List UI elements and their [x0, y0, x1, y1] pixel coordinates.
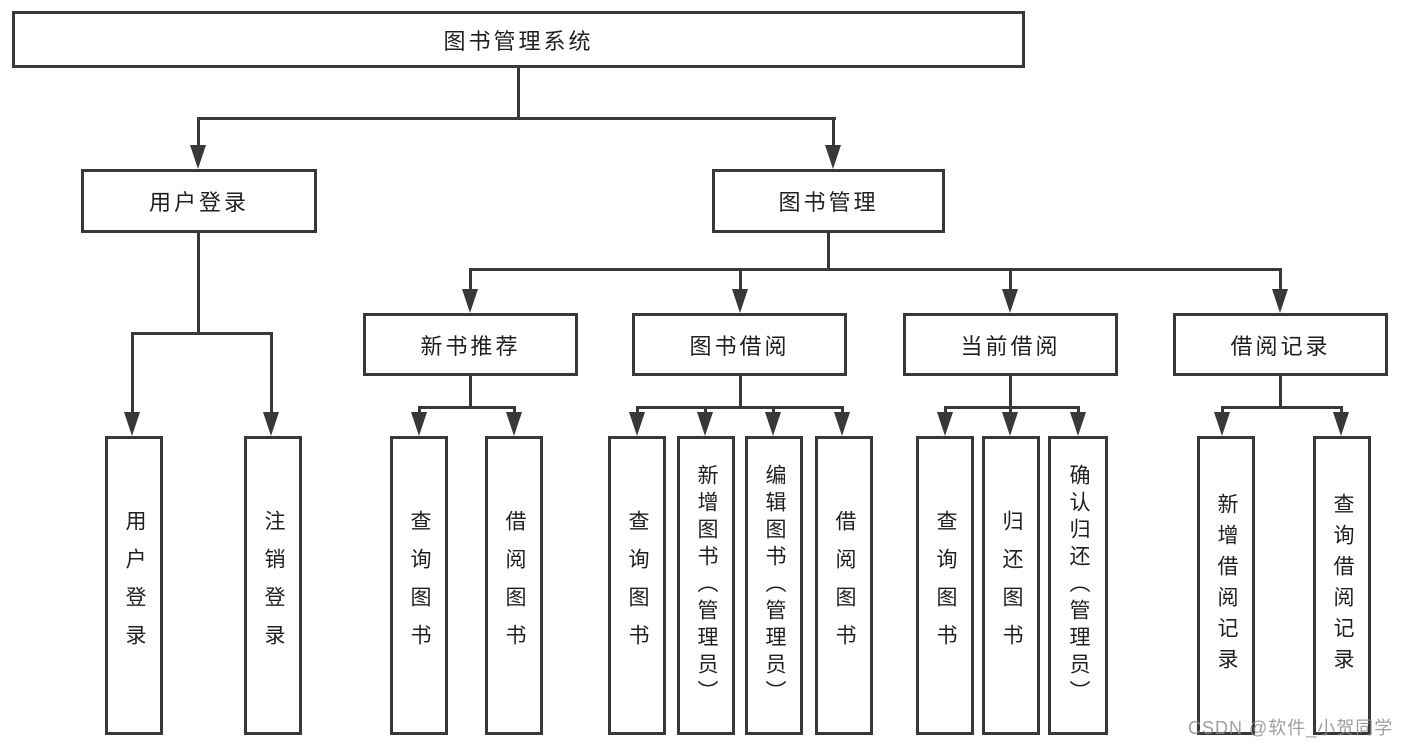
connector-records-bracket [1221, 406, 1343, 409]
leaf-label: 借阅图书 [503, 509, 526, 662]
connector-records-stub [1279, 375, 1282, 409]
connector-drop [197, 117, 200, 147]
connector-drop [1221, 406, 1224, 416]
arrowhead-down-icon [1272, 289, 1288, 313]
node-borrow-records: 借阅记录 [1173, 313, 1388, 376]
connector-root-stub [517, 67, 520, 119]
leaf-query-borrow-record: 查询借阅记录 [1313, 436, 1371, 735]
connector-borrow-bracket [636, 406, 844, 409]
node-label: 借阅记录 [1230, 333, 1331, 359]
node-label: 新书推荐 [420, 333, 521, 359]
leaf-edit-books-admin: 编辑图书（管理员） [745, 436, 803, 735]
arrowhead-down-icon [629, 412, 645, 436]
leaf-query-books-recommend: 查询图书 [390, 436, 448, 735]
connector-user-login-bracket [131, 332, 273, 335]
node-label: 图书管理 [778, 190, 879, 215]
leaf-label: 查询借阅记录 [1331, 492, 1354, 679]
connector-drop [270, 332, 273, 412]
arrowhead-down-icon [834, 412, 850, 436]
node-user-login: 用户登录 [81, 169, 317, 233]
leaf-user-login: 用户登录 [105, 436, 163, 735]
csdn-watermark: CSDN @软件_小贺同学 [1188, 718, 1394, 738]
connector-drop [1009, 268, 1012, 292]
arrowhead-down-icon [124, 412, 140, 436]
connector-drop [1340, 406, 1343, 416]
connector-drop [418, 406, 421, 416]
connector-level3-bracket [469, 268, 1282, 271]
arrowhead-down-icon [937, 412, 953, 436]
arrowhead-down-icon [1333, 412, 1349, 436]
node-current-borrow: 当前借阅 [903, 313, 1118, 376]
arrowhead-down-icon [697, 412, 713, 436]
node-label: 用户登录 [148, 190, 249, 215]
leaf-borrow-books: 借阅图书 [815, 436, 873, 735]
arrowhead-down-icon [411, 412, 427, 436]
connector-drop [739, 268, 742, 292]
leaf-add-books-admin: 新增图书（管理员） [677, 436, 735, 735]
connector-drop [1077, 406, 1080, 416]
leaf-label: 新增图书（管理员） [695, 464, 718, 707]
node-book-borrow: 图书借阅 [632, 313, 847, 376]
leaf-borrow-books-recommend: 借阅图书 [485, 436, 543, 735]
arrowhead-down-icon [1070, 412, 1086, 436]
node-book-management: 图书管理 [712, 169, 945, 233]
root-node-label: 图书管理系统 [443, 28, 594, 54]
node-label: 当前借阅 [960, 333, 1061, 359]
connector-drop [1279, 268, 1282, 292]
leaf-logout: 注销登录 [244, 436, 302, 735]
leaf-label: 注销登录 [262, 509, 285, 662]
connector-book-mgmt-stub [827, 232, 830, 270]
leaf-label: 查询图书 [934, 509, 957, 662]
leaf-label: 查询图书 [626, 509, 649, 662]
connector-drop [513, 406, 516, 416]
leaf-label: 确认归还（管理员） [1067, 464, 1090, 707]
connector-borrow-stub [739, 375, 742, 409]
connector-drop [1009, 406, 1012, 416]
connector-drop [636, 406, 639, 416]
leaf-query-books-current: 查询图书 [916, 436, 974, 735]
connector-level2-bracket [197, 117, 836, 120]
connector-drop [469, 268, 472, 292]
leaf-return-books: 归还图书 [982, 436, 1040, 735]
arrowhead-down-icon [506, 412, 522, 436]
leaf-confirm-return-admin: 确认归还（管理员） [1048, 436, 1108, 735]
leaf-label: 借阅图书 [833, 509, 856, 662]
arrowhead-down-icon [1214, 412, 1230, 436]
connector-recommend-bracket [418, 406, 516, 409]
arrowhead-down-icon [765, 412, 781, 436]
node-label: 图书借阅 [689, 333, 790, 359]
leaf-query-books-borrow: 查询图书 [608, 436, 666, 735]
leaf-label: 用户登录 [123, 509, 146, 662]
connector-drop [832, 117, 835, 147]
arrowhead-down-icon [825, 145, 841, 169]
connector-drop [841, 406, 844, 416]
connector-drop [944, 406, 947, 416]
leaf-label: 归还图书 [1000, 509, 1023, 662]
connector-drop [772, 406, 775, 416]
root-node: 图书管理系统 [12, 11, 1025, 68]
connector-current-stub [1009, 375, 1012, 409]
connector-recommend-stub [469, 375, 472, 409]
connector-drop [704, 406, 707, 416]
arrowhead-down-icon [190, 145, 206, 169]
leaf-label: 新增借阅记录 [1215, 492, 1238, 679]
arrowhead-down-icon [732, 289, 748, 313]
arrowhead-down-icon [1002, 412, 1018, 436]
connector-current-bracket [944, 406, 1080, 409]
connector-user-login-stub [197, 232, 200, 334]
leaf-label: 编辑图书（管理员） [763, 464, 786, 707]
arrowhead-down-icon [462, 289, 478, 313]
connector-drop [131, 332, 134, 412]
leaf-add-borrow-record: 新增借阅记录 [1197, 436, 1255, 735]
arrowhead-down-icon [1002, 289, 1018, 313]
node-new-book-recommend: 新书推荐 [363, 313, 578, 376]
arrowhead-down-icon [263, 412, 279, 436]
leaf-label: 查询图书 [408, 509, 431, 662]
